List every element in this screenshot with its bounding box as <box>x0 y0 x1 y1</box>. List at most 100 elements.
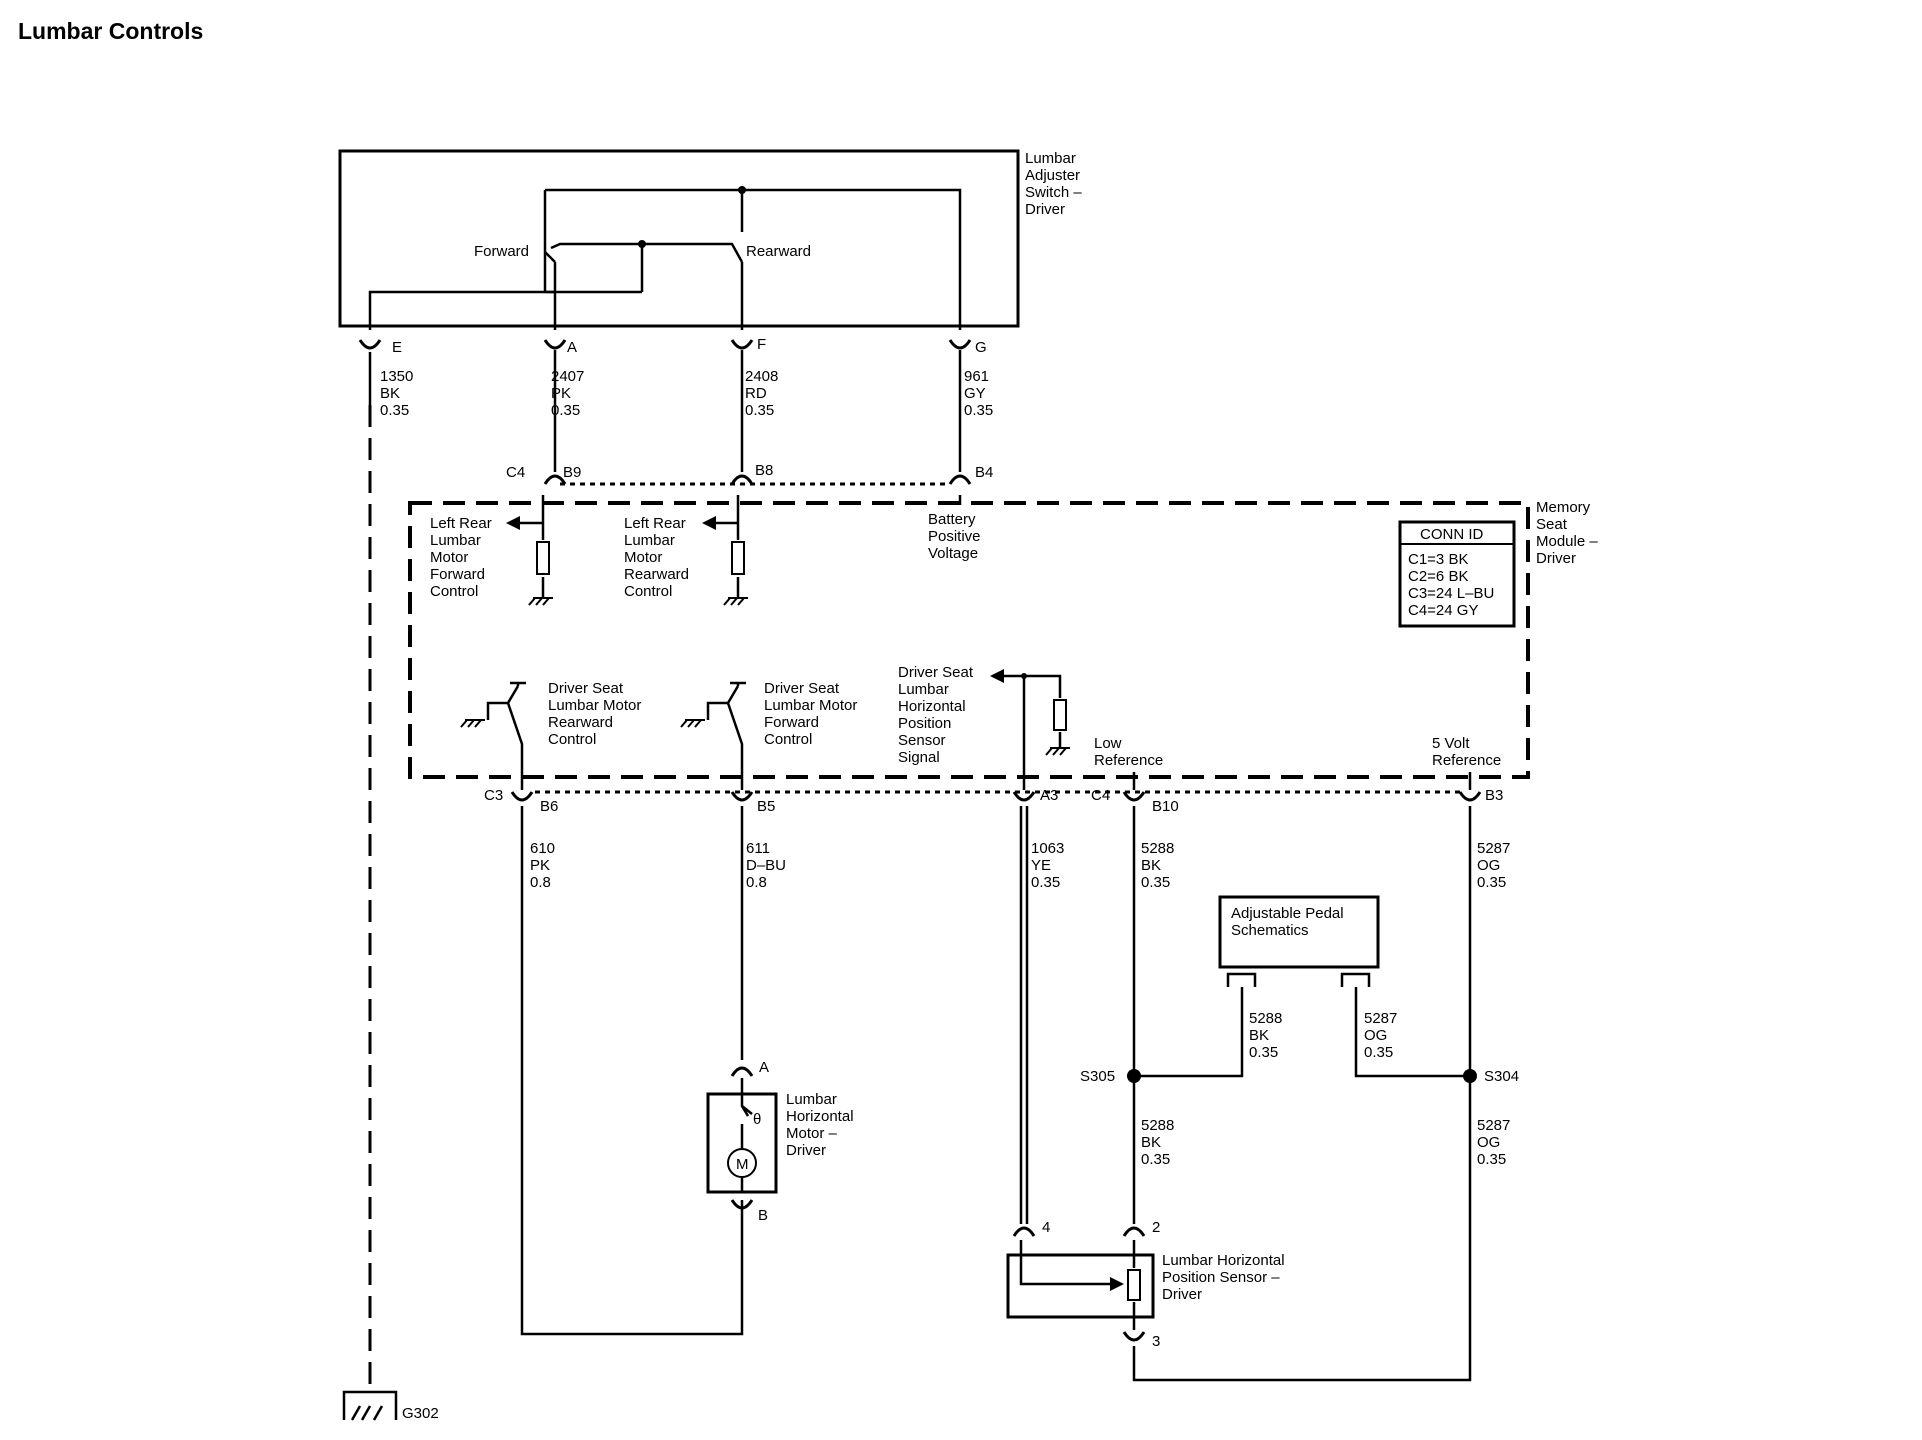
pedal-connector-left <box>1226 972 1257 987</box>
pedal-name-line: Adjustable Pedal <box>1231 905 1344 922</box>
pin-b6 <box>510 791 534 802</box>
wire-label: 5287 <box>1477 1117 1510 1134</box>
sensor-pullup-line <box>1024 674 1062 748</box>
connector-c4-label: C4 <box>506 464 525 481</box>
signal-label: Left Rear <box>430 515 492 532</box>
wire-labels-lower: 5288 BK 0.35 5287 OG 0.35 <box>1141 1117 1510 1168</box>
motor-icon <box>727 1148 757 1178</box>
signal-label: Motor <box>624 549 662 566</box>
pin-b9-label: B9 <box>563 464 581 481</box>
conn-id-header: CONN ID <box>1420 526 1484 543</box>
ground-icon <box>350 1405 384 1421</box>
wire-label: 610 <box>530 840 555 857</box>
wire-label: 0.35 <box>1477 1151 1506 1168</box>
five-volt-reference-label: 5 Volt Reference <box>1432 735 1501 769</box>
signal-label: Positive <box>928 528 981 545</box>
low-reference-label: Low Reference <box>1094 735 1163 769</box>
pedal-name-line: Schematics <box>1231 922 1309 939</box>
pin-f-label: F <box>757 336 766 353</box>
splice-s305 <box>1127 1069 1141 1083</box>
signal-label: Forward <box>764 714 819 731</box>
wire-label: 611 <box>746 840 770 857</box>
ground-g302: G302 <box>342 1390 439 1422</box>
wire-label: 2408 <box>745 368 778 385</box>
module-name-line: Driver <box>1536 550 1576 567</box>
pin-b8 <box>730 474 754 485</box>
pin-b4 <box>948 474 972 485</box>
signal-label: Left Rear <box>624 515 686 532</box>
motor-name-line: Lumbar <box>786 1091 837 1108</box>
pin-b8-label: B8 <box>755 462 773 479</box>
switch-stem <box>730 681 746 686</box>
motor-name-line: Motor – <box>786 1125 838 1142</box>
wire-label: RD <box>745 385 767 402</box>
sensor-pin-4 <box>1012 1226 1036 1237</box>
wire-label: 0.8 <box>530 874 551 891</box>
module-bottom-connector: C3 C4 B6 B5 A3 B10 B3 <box>484 787 1503 815</box>
pin-b5-label: B5 <box>757 798 775 815</box>
signal-label: Horizontal <box>898 698 966 715</box>
signal-label: Reference <box>1432 752 1501 769</box>
wire-label: 5287 <box>1477 840 1510 857</box>
switch-junction <box>738 186 746 194</box>
wire-labels-top: 1350 BK 0.35 2407 PK 0.35 2408 RD 0.35 9… <box>380 368 993 419</box>
pin-b6-label: B6 <box>540 798 558 815</box>
rearward-label: Rearward <box>746 243 811 260</box>
resistor-icon <box>1053 699 1067 731</box>
wire-label: 5288 <box>1249 1010 1282 1027</box>
adjustable-pedal-schematics: Adjustable Pedal Schematics 5288 BK 0.35… <box>1134 895 1470 1078</box>
pin-e <box>358 339 382 350</box>
signal-label: Driver Seat <box>764 680 840 697</box>
ds-sensor-input: Driver Seat Lumbar Horizontal Position S… <box>898 664 1070 790</box>
module-housing <box>408 501 1530 779</box>
signal-label: Rearward <box>624 566 689 583</box>
lr-forward-input: Left Rear Lumbar Motor Forward Control <box>430 495 553 606</box>
wire-label: 0.35 <box>380 402 409 419</box>
wire-label: OG <box>1364 1027 1387 1044</box>
motor-pin-a-label: A <box>759 1059 769 1076</box>
pin-b4-label: B4 <box>975 464 993 481</box>
arrow-left-icon <box>506 516 520 530</box>
wire-label: BK <box>380 385 400 402</box>
wire-label: BK <box>1141 1134 1161 1151</box>
sensor-name-line: Driver <box>1162 1286 1202 1303</box>
motor-symbol: M <box>736 1156 749 1173</box>
page-title: Lumbar Controls <box>18 18 203 44</box>
signal-label: Lumbar <box>624 532 675 549</box>
pin-a <box>543 339 567 350</box>
potentiometer-icon <box>1127 1269 1141 1301</box>
switch-housing <box>338 149 1020 328</box>
conn-id-box <box>1398 520 1516 628</box>
signal-label: Control <box>764 731 812 748</box>
pin-g-label: G <box>975 339 987 356</box>
wire-label: BK <box>1249 1027 1269 1044</box>
pin-a-label: A <box>567 339 577 356</box>
signal-label: 5 Volt <box>1432 735 1470 752</box>
wire-label: OG <box>1477 1134 1500 1151</box>
pin-b3 <box>1458 791 1482 802</box>
motor-pin-b-label: B <box>758 1207 768 1224</box>
ground-icon <box>680 719 705 728</box>
switch-connector: E A F G <box>358 336 987 356</box>
pedal-wire-5287 <box>1354 987 1470 1078</box>
wire-label: 0.35 <box>551 402 580 419</box>
wire-label: PK <box>551 385 571 402</box>
battery-label: Battery Positive Voltage <box>928 511 981 562</box>
wire-label: 0.35 <box>1477 874 1506 891</box>
splice-s304 <box>1463 1069 1477 1083</box>
pin-b3-label: B3 <box>1485 787 1503 804</box>
wire-labels-bottom: 610 PK 0.8 611 D–BU 0.8 1063 YE 0.35 528… <box>530 840 1510 891</box>
sensor-wiper-line <box>1019 1240 1110 1286</box>
sensor-name-line: Position Sensor – <box>1162 1269 1280 1286</box>
conn-id-row: C3=24 L–BU <box>1408 585 1494 602</box>
ground-icon <box>528 597 553 606</box>
ds-rearward-contact <box>506 702 524 790</box>
ground-icon <box>1045 747 1070 756</box>
signal-label: Battery <box>928 511 976 528</box>
pin-b9 <box>543 474 567 485</box>
splice-s304-label: S304 <box>1484 1068 1519 1085</box>
pin-g <box>948 339 972 350</box>
ground-icon <box>460 719 485 728</box>
wire-610 <box>520 806 744 1336</box>
